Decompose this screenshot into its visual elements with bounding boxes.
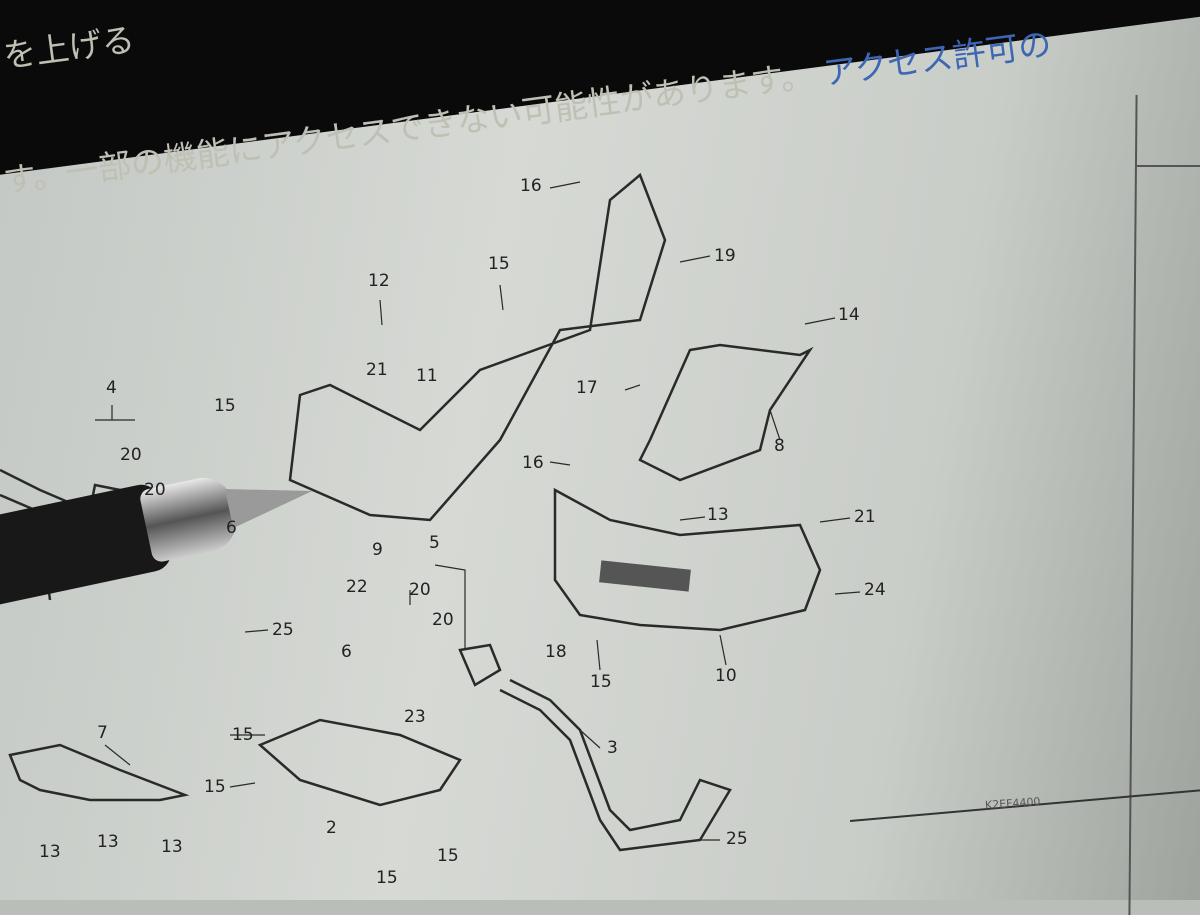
callout-20: 20 (409, 580, 431, 600)
callout-17: 17 (576, 378, 598, 398)
callout-21: 21 (366, 360, 388, 380)
callout-21: 21 (854, 507, 876, 527)
callout-12: 12 (368, 271, 390, 291)
callout-18: 18 (545, 642, 567, 662)
callout-13: 13 (707, 505, 729, 525)
callout-7: 7 (97, 723, 108, 743)
callout-14: 14 (838, 305, 860, 325)
callout-13: 13 (161, 837, 183, 857)
callout-4: 4 (106, 378, 117, 398)
pipe-part-3 (499, 678, 732, 852)
callout-5: 5 (429, 533, 440, 553)
callout-15: 15 (590, 672, 612, 692)
callout-22: 22 (346, 577, 368, 597)
cover-part-8 (638, 343, 814, 482)
callout-13: 13 (97, 832, 119, 852)
callout-15: 15 (376, 868, 398, 888)
frame-part-9 (288, 172, 667, 522)
callout-6: 6 (341, 642, 352, 662)
callout-9: 9 (372, 540, 383, 560)
bracket-part-5 (458, 643, 502, 687)
callout-13: 13 (39, 842, 61, 862)
callout-10: 10 (715, 666, 737, 686)
plate-part-2 (257, 718, 462, 807)
callout-11: 11 (416, 366, 438, 386)
callout-16: 16 (522, 453, 544, 473)
callout-24: 24 (864, 580, 886, 600)
callout-25: 25 (272, 620, 294, 640)
leader-lines (95, 181, 861, 841)
callout-20: 20 (432, 610, 454, 630)
callout-15: 15 (232, 725, 254, 745)
callout-15: 15 (488, 254, 510, 274)
callout-23: 23 (404, 707, 426, 727)
callout-15: 15 (204, 777, 226, 797)
callout-2: 2 (326, 818, 337, 838)
badge (599, 560, 691, 592)
callout-6: 6 (226, 518, 237, 538)
callout-25: 25 (726, 829, 748, 849)
callout-19: 19 (714, 246, 736, 266)
callout-20: 20 (120, 445, 142, 465)
callout-20: 20 (144, 480, 166, 500)
plate-part-7 (8, 743, 190, 802)
callout-3: 3 (607, 738, 618, 758)
cover-part-10 (553, 487, 822, 632)
callout-15: 15 (214, 396, 236, 416)
callout-15: 15 (437, 846, 459, 866)
callout-8: 8 (774, 436, 785, 456)
callout-16: 16 (520, 176, 542, 196)
